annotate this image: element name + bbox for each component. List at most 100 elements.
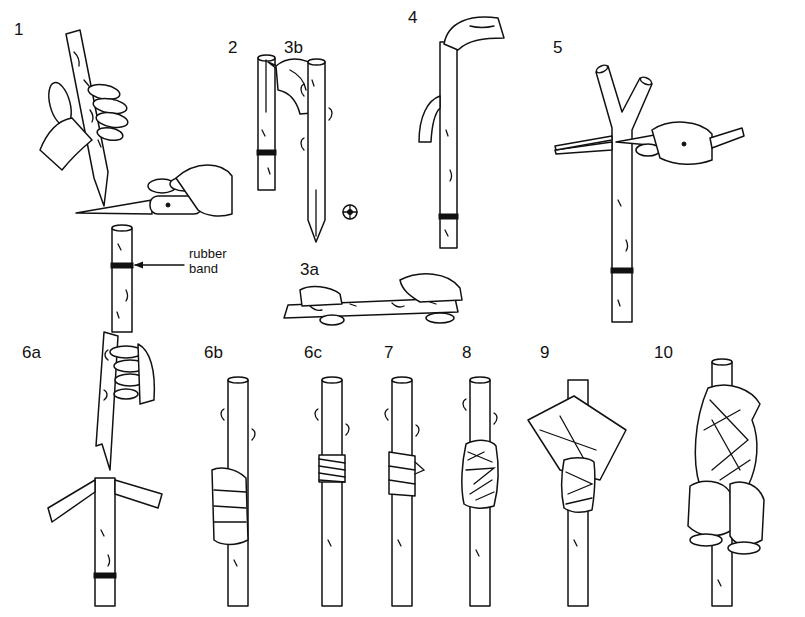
step-number: 9	[540, 343, 549, 363]
step-10-figure-stroke	[718, 580, 721, 586]
step-6a-figure-stroke	[48, 480, 95, 522]
step-10-figure-stroke	[730, 482, 764, 545]
step-8-figure-stroke	[466, 452, 494, 500]
step-6a-figure-stroke	[94, 573, 116, 578]
step-3a-figure-stroke	[300, 287, 342, 306]
step-5-figure	[555, 64, 744, 322]
step-6c-figure-stroke	[319, 459, 345, 482]
step-6a-figure-stroke	[104, 350, 108, 400]
step-number: 4	[408, 8, 417, 28]
step-6a-figure-stroke	[101, 530, 110, 566]
step-1-figure-stroke	[117, 244, 128, 318]
step-10-figure-stroke	[712, 359, 732, 365]
step-6b-figure-stroke	[214, 490, 246, 522]
step-6a-figure-stroke	[110, 346, 142, 358]
step-1-figure-stroke	[76, 200, 152, 214]
step-5-figure-stroke	[652, 122, 712, 164]
step-10-figure-stroke	[728, 542, 760, 554]
step-1-figure-stroke	[40, 118, 92, 170]
step-1-figure-stroke	[112, 225, 132, 231]
step-8-figure-stroke	[462, 440, 498, 508]
step-6c-figure	[315, 377, 349, 606]
step-3a-figure-stroke	[426, 313, 454, 323]
step-1-figure-stroke	[95, 110, 129, 129]
step-1-figure-stroke	[135, 264, 184, 265]
step-number: 3b	[284, 38, 303, 58]
step-4-figure-stroke	[470, 26, 494, 28]
step-5-figure-stroke	[682, 142, 686, 146]
step-6b-figure	[212, 377, 255, 606]
step-5-figure-stroke	[555, 136, 612, 150]
step-8-figure-stroke	[470, 377, 490, 383]
step-3b-figure-stroke	[343, 205, 357, 219]
step-9-figure-stroke	[574, 540, 577, 546]
step-2-figure-stroke	[290, 70, 306, 90]
step-4-figure-stroke	[439, 214, 458, 219]
step-10-figure-stroke	[695, 385, 760, 493]
step-2-figure-stroke	[257, 150, 276, 155]
step-1-figure-stroke	[96, 126, 124, 142]
step-4-figure-stroke	[445, 130, 452, 236]
step-3b-figure-stroke	[343, 205, 357, 219]
step-6a-figure-stroke	[95, 478, 115, 606]
step-number: 6c	[304, 343, 322, 363]
step-9-figure-stroke	[562, 458, 595, 512]
step-5-figure-stroke	[595, 64, 608, 75]
step-5-figure-stroke	[710, 128, 744, 148]
step-number: 3a	[300, 260, 319, 280]
step-5-figure-stroke	[639, 76, 652, 87]
step-6a-figure-stroke	[138, 344, 154, 404]
step-4-figure-stroke	[444, 17, 504, 50]
step-10-figure	[688, 359, 764, 606]
step-6c-figure-stroke	[322, 380, 342, 606]
step-3a-figure	[284, 274, 462, 325]
step-1-figure-stroke	[111, 263, 133, 268]
step-7-figure	[385, 377, 424, 606]
step-number: 6a	[22, 343, 41, 363]
step-6a-figure-stroke	[114, 389, 138, 399]
callout-label: rubber band	[189, 247, 241, 277]
step-1-figure-stroke	[112, 228, 132, 332]
step-9-figure	[528, 380, 626, 606]
step-4-figure	[419, 17, 504, 248]
step-7-figure-stroke	[389, 462, 424, 484]
step-2-figure-stroke	[262, 60, 270, 174]
step-8-figure	[462, 377, 498, 606]
step-10-figure-stroke	[690, 534, 722, 546]
step-number: 10	[654, 343, 673, 363]
step-3b-figure-stroke	[308, 59, 325, 65]
step-number: 2	[228, 38, 237, 58]
step-7-figure-stroke	[389, 452, 415, 496]
step-6c-figure-stroke	[315, 409, 349, 546]
step-3a-figure-stroke	[400, 274, 462, 302]
step-5-figure-stroke	[611, 268, 633, 273]
step-5-figure-stroke	[618, 200, 628, 306]
step-10-figure-stroke	[704, 400, 750, 480]
step-1-figure	[40, 30, 232, 332]
step-6b-figure-stroke	[228, 377, 248, 383]
step-4-figure-stroke	[440, 42, 457, 248]
step-number: 8	[462, 343, 471, 363]
step-3a-figure-stroke	[320, 315, 344, 325]
step-5-figure-stroke	[596, 66, 652, 322]
step-6c-figure-stroke	[322, 377, 342, 383]
step-number: 7	[384, 343, 393, 363]
step-7-figure-stroke	[392, 377, 412, 383]
step-number: 1	[14, 20, 23, 40]
step-1-figure-stroke	[166, 203, 170, 207]
step-2-figure-stroke	[258, 58, 275, 190]
step-number: 5	[553, 38, 562, 58]
step-3b-figure-stroke	[301, 80, 332, 236]
step-7-figure-stroke	[385, 409, 419, 546]
step-3b-figure	[301, 59, 357, 242]
step-number: 6b	[204, 343, 223, 363]
step-9-figure-stroke	[566, 472, 592, 504]
step-6c-figure-stroke	[319, 455, 345, 482]
step-6a-figure-stroke	[115, 480, 162, 508]
step-6b-figure-stroke	[212, 468, 248, 544]
step-4-figure-stroke	[419, 96, 440, 142]
step-10-figure-stroke	[688, 481, 732, 536]
step-6a-figure	[48, 332, 162, 606]
